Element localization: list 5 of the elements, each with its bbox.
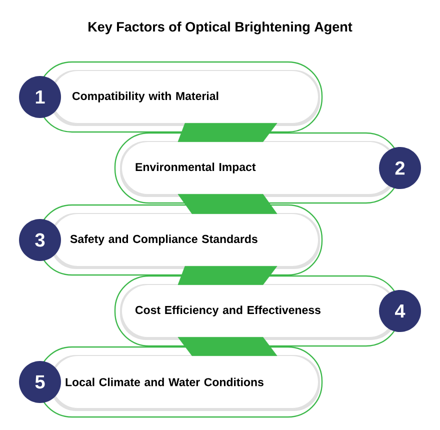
connector-band — [178, 194, 278, 214]
connector-band — [178, 337, 278, 356]
connector-band — [178, 123, 278, 142]
title: Key Factors of Optical Brightening Agent — [88, 22, 352, 34]
connector-band — [178, 266, 278, 285]
